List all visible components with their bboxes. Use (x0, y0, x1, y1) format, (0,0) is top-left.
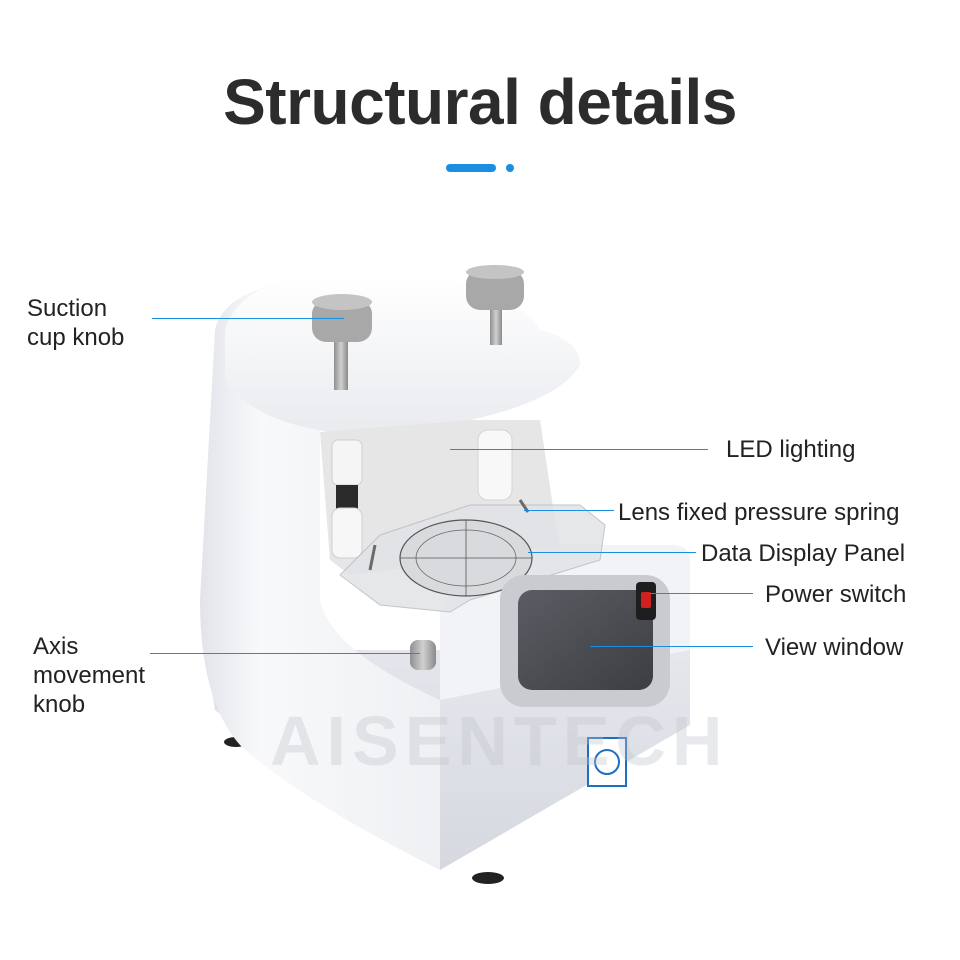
spring-leader (524, 510, 614, 511)
label-power-switch: Power switch (765, 581, 907, 608)
led-leader (450, 449, 708, 450)
suction-knob-leader (152, 318, 344, 319)
power-leader (650, 593, 753, 594)
label-view-window: View window (765, 634, 904, 661)
label-axis-movement-knob: Axis movement knob (33, 633, 146, 718)
display-leader (528, 552, 696, 553)
title-underline-dot (506, 164, 514, 172)
page-title: Structural details (223, 66, 737, 138)
axis-knob-shape (410, 640, 436, 670)
label-suction-cup-knob: Suction cup knob (27, 295, 125, 351)
view-window-glass (518, 590, 653, 690)
foot (472, 872, 504, 884)
machine-body (200, 278, 440, 870)
view-leader (590, 646, 753, 647)
axis-leader (150, 653, 420, 654)
label-lens-spring: Lens fixed pressure spring (618, 499, 900, 526)
label-data-display-panel: Data Display Panel (701, 540, 906, 567)
top-cover (225, 278, 580, 432)
label-led-lighting: LED lighting (726, 436, 856, 463)
brand-watermark: AISENTECH (270, 702, 728, 780)
title-underline (446, 164, 496, 172)
